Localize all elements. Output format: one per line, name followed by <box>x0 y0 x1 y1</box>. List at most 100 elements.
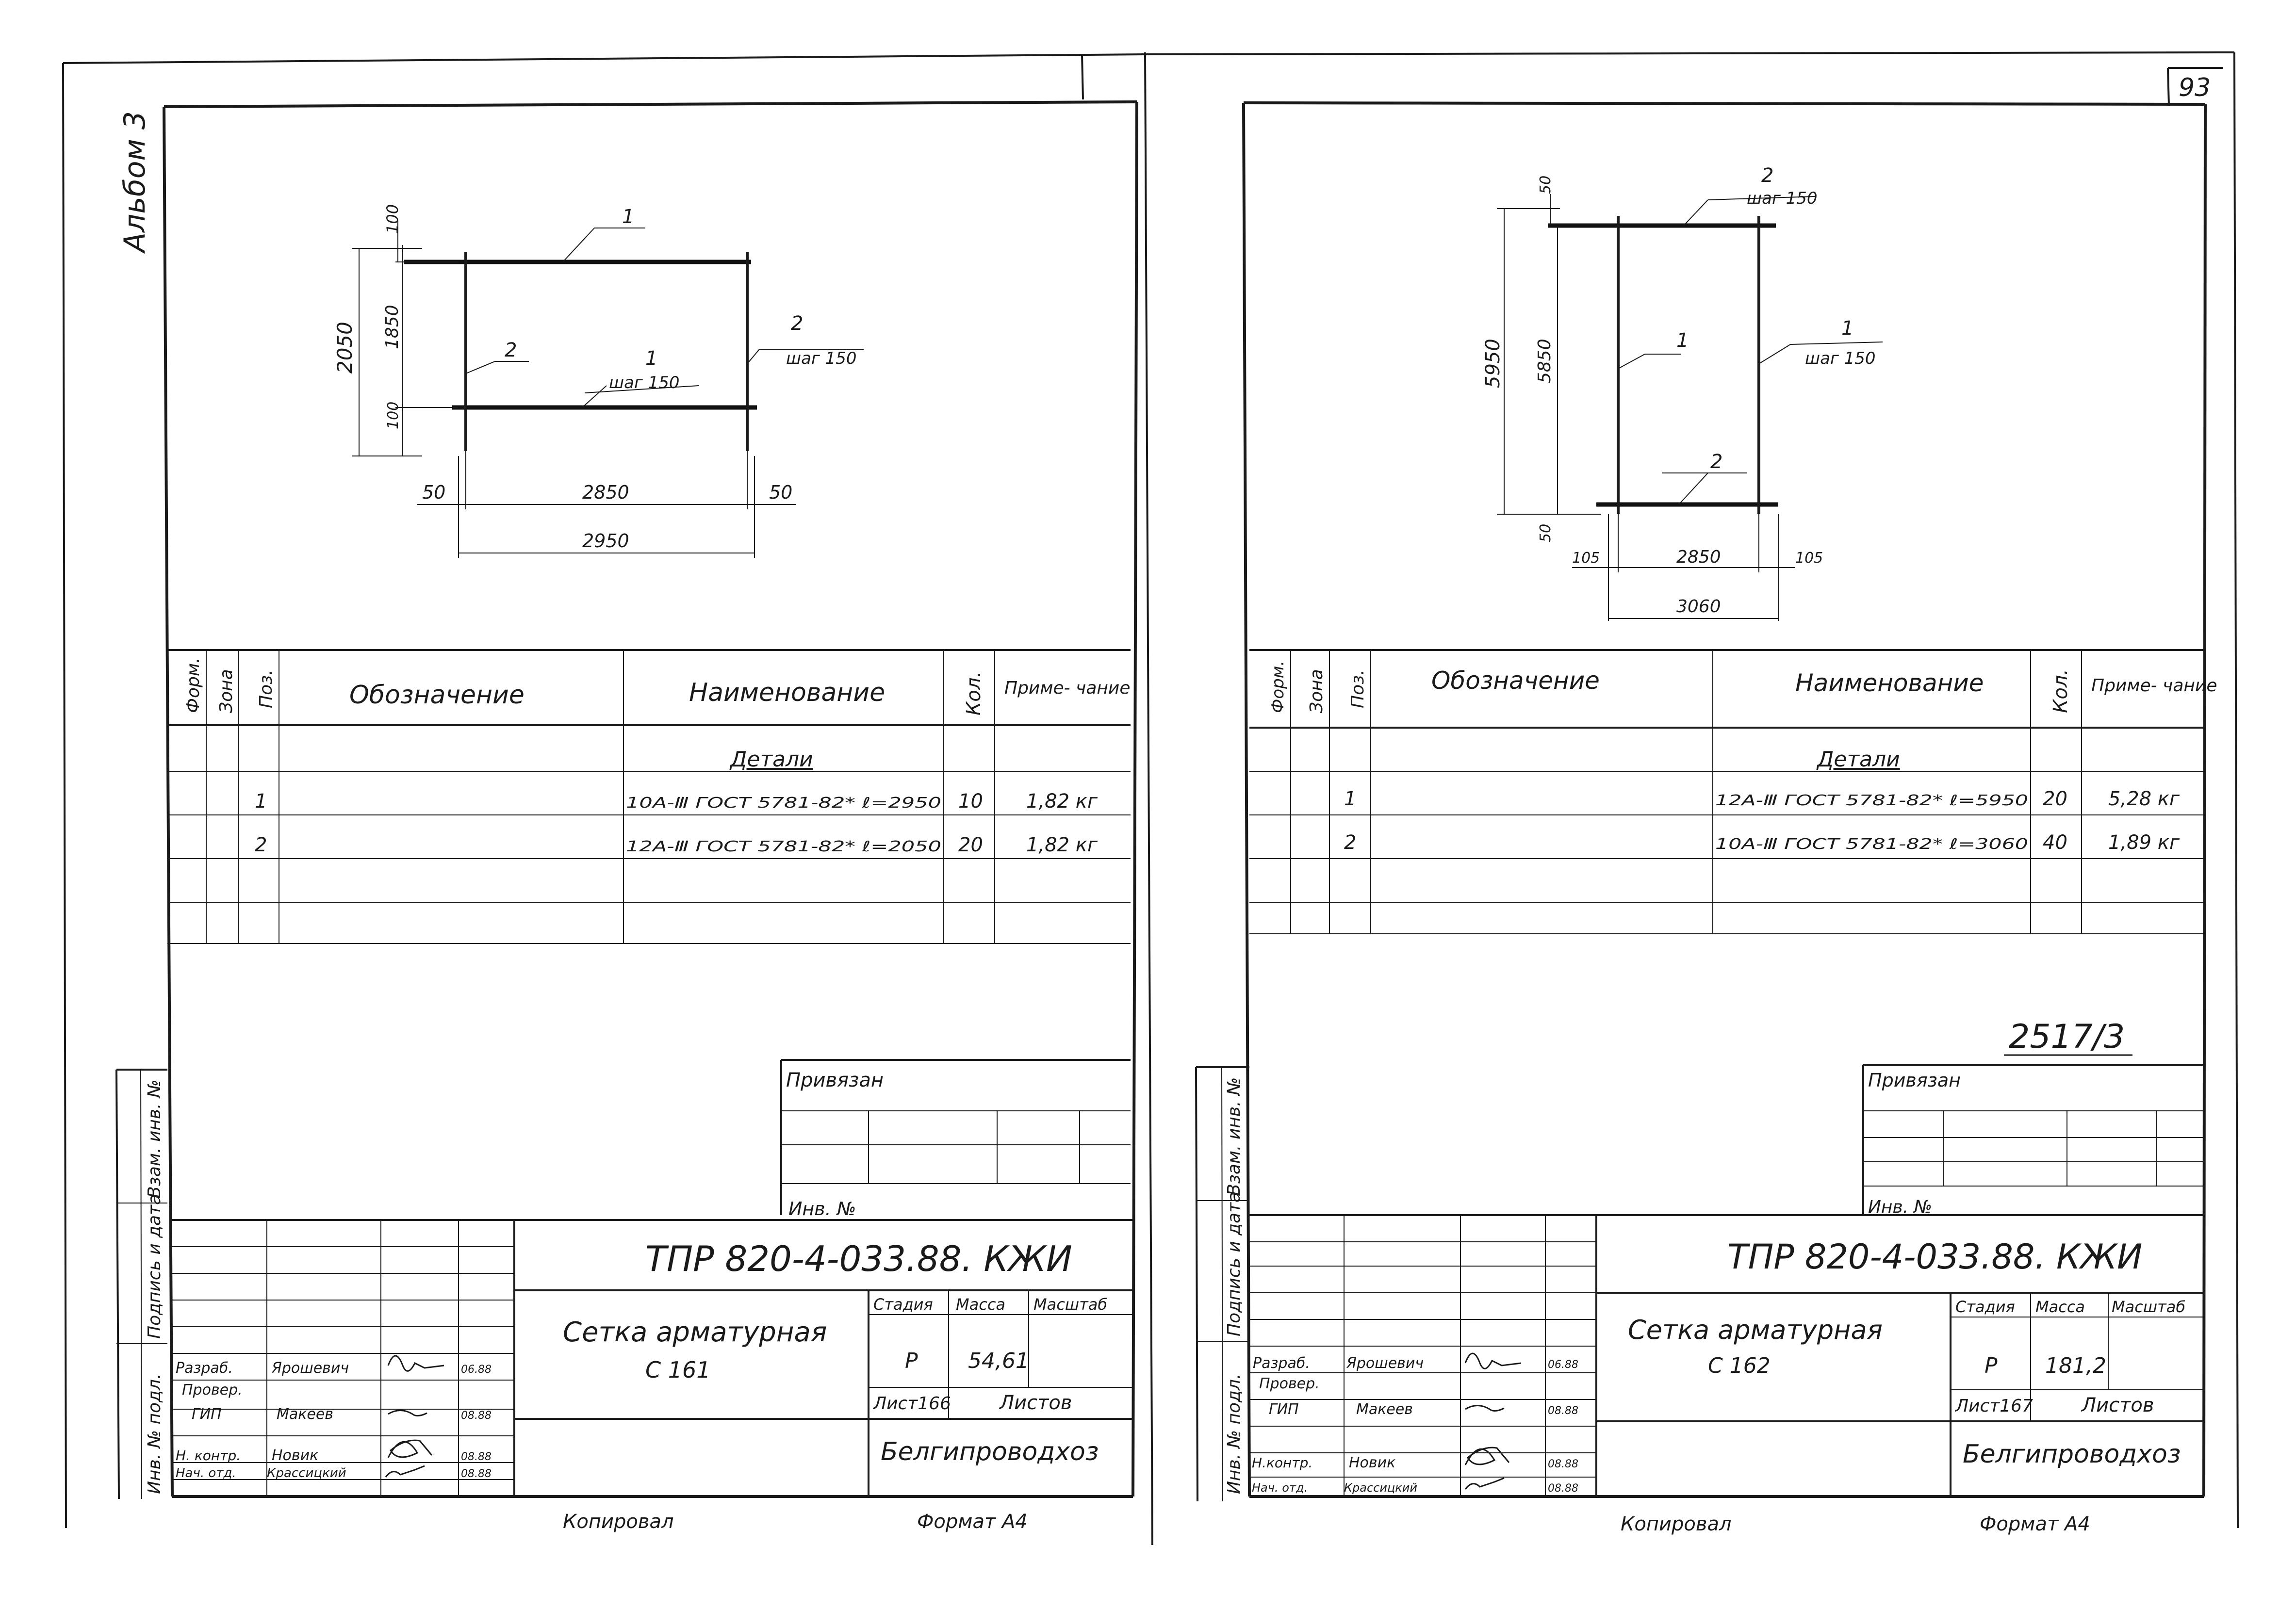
right-inner-frame <box>1242 101 2207 1498</box>
svg-text:Разраб.: Разраб. <box>176 1360 233 1377</box>
svg-text:50: 50 <box>1537 524 1554 542</box>
spec-row-note: 1,82 кг <box>1026 790 1098 813</box>
svg-text:08.88: 08.88 <box>1548 1405 1578 1417</box>
svg-text:2: 2 <box>1761 164 1773 187</box>
left-sheet: Альбом 3 2050 100 1850 100 <box>115 100 1138 1533</box>
svg-text:Зона: Зона <box>216 669 236 713</box>
spec-row-note: 5,28 кг <box>2108 788 2180 810</box>
svg-text:Наименование: Наименование <box>689 678 885 707</box>
svg-text:50: 50 <box>769 482 792 503</box>
stage-value: Р <box>905 1349 918 1373</box>
svg-text:Подпись и дата: Подпись и дата <box>1224 1192 1244 1336</box>
svg-text:Обозначение: Обозначение <box>349 681 525 710</box>
mass-value: 181,2 <box>2045 1353 2106 1378</box>
page-number: 93 <box>2179 73 2211 102</box>
right-spec-table: Форм. Зона Поз. Обозначение Наименование… <box>1249 649 2217 934</box>
svg-text:Провер.: Провер. <box>1259 1375 1320 1392</box>
svg-text:1: 1 <box>645 347 657 370</box>
organization: Белгипроводхоз <box>881 1437 1099 1466</box>
svg-text:Н. контр.: Н. контр. <box>176 1447 241 1464</box>
svg-text:Альбом 3: Альбом 3 <box>118 111 152 254</box>
svg-text:06.88: 06.88 <box>461 1364 492 1376</box>
svg-text:Крассицкий: Крассицкий <box>1344 1481 1417 1495</box>
svg-text:1: 1 <box>622 206 634 228</box>
left-binding-block: Привязан Инв. № <box>780 1059 1131 1220</box>
spec-row-pos: 2 <box>1344 831 1356 854</box>
svg-text:Привязан: Привязан <box>1868 1070 1961 1091</box>
spec-row-name: 12А-Ⅲ ГОСТ 5781-82* ℓ=2050 <box>626 838 941 855</box>
svg-text:Инв. № подл.: Инв. № подл. <box>1224 1374 1244 1494</box>
spec-row-note: 1,82 кг <box>1026 834 1098 856</box>
svg-text:08.88: 08.88 <box>1548 1458 1578 1470</box>
spec-row-pos: 1 <box>1344 788 1356 810</box>
svg-text:шаг 150: шаг 150 <box>609 373 680 392</box>
svg-text:1: 1 <box>1676 329 1689 352</box>
title-line2: С 162 <box>1708 1353 1771 1378</box>
svg-text:Крассицкий: Крассицкий <box>267 1466 346 1480</box>
spec-section-title: Детали <box>1816 747 1900 772</box>
project-code: ТПР 820-4-033.88. КЖИ <box>1727 1237 2142 1277</box>
svg-text:2050: 2050 <box>333 322 357 374</box>
svg-text:105: 105 <box>1572 550 1600 567</box>
left-mesh-drawing: 2050 100 1850 100 50 2850 50 2950 1 1 ша… <box>333 204 864 558</box>
spec-row-qty: 10 <box>958 790 983 813</box>
right-title-block: ТПР 820-4-033.88. КЖИ Сетка арматурная С… <box>1249 1214 2205 1496</box>
svg-text:Масса: Масса <box>956 1295 1005 1314</box>
spec-row-note: 1,89 кг <box>2108 831 2180 854</box>
project-code: ТПР 820-4-033.88. КЖИ <box>645 1238 1072 1279</box>
svg-text:06.88: 06.88 <box>1548 1359 1578 1371</box>
svg-text:Взам. инв. №: Взам. инв. № <box>1224 1077 1244 1196</box>
spec-row-pos: 2 <box>255 834 267 856</box>
left-side-stamp: Взам. инв. № Подпись и дата Инв. № подл. <box>115 1069 167 1499</box>
signature-icon <box>1464 1477 1505 1490</box>
svg-text:ГИП: ГИП <box>192 1406 222 1423</box>
spec-row-name: 10А-Ⅲ ГОСТ 5781-82* ℓ=2950 <box>626 795 941 812</box>
signature-icon <box>1464 1447 1510 1465</box>
svg-text:2950: 2950 <box>582 530 629 552</box>
svg-text:Лист167: Лист167 <box>1954 1396 2033 1416</box>
svg-text:Макеев: Макеев <box>277 1406 333 1423</box>
svg-text:08.88: 08.88 <box>461 1451 492 1463</box>
svg-text:Обозначение: Обозначение <box>1431 667 1600 695</box>
svg-text:шаг 150: шаг 150 <box>786 349 857 368</box>
svg-text:Инв. №: Инв. № <box>1868 1197 1932 1217</box>
svg-text:Взам. инв. №: Взам. инв. № <box>145 1080 164 1198</box>
svg-text:Поз.: Поз. <box>256 669 276 708</box>
svg-text:5850: 5850 <box>1535 339 1555 383</box>
left-title-block: ТПР 820-4-033.88. КЖИ Сетка арматурная С… <box>172 1219 1133 1496</box>
footer-format: Формат А4 <box>1980 1513 2090 1535</box>
spec-note-header: Приме- чание <box>2091 676 2217 696</box>
svg-text:Наименование: Наименование <box>1795 669 1984 697</box>
organization: Белгипроводхоз <box>1963 1440 2181 1469</box>
right-mesh-drawing: 50 5950 5850 50 105 2850 105 3060 2 шаг … <box>1482 164 1883 621</box>
signature-icon <box>1464 1352 1522 1369</box>
svg-text:1: 1 <box>1841 317 1853 340</box>
svg-text:Привязан: Привязан <box>786 1069 884 1091</box>
left-spec-table: Форм. Зона Поз. Обозначение Наименование… <box>167 649 1131 944</box>
svg-text:Ярошевич: Ярошевич <box>1346 1355 1424 1372</box>
footer-copied: Копировал <box>1621 1513 1732 1535</box>
svg-text:2: 2 <box>1710 451 1722 473</box>
right-binding-block: Привязан Инв. № <box>1862 1064 2205 1217</box>
svg-text:Масса: Масса <box>2035 1298 2085 1316</box>
svg-text:Масштаб: Масштаб <box>1033 1295 1107 1314</box>
left-inner-frame <box>163 100 1138 1498</box>
svg-text:Стадия: Стадия <box>1955 1298 2015 1316</box>
svg-text:08.88: 08.88 <box>461 1410 492 1422</box>
svg-text:50: 50 <box>422 482 445 503</box>
svg-text:Нач. отд.: Нач. отд. <box>1252 1481 1308 1495</box>
spec-row-qty: 20 <box>2043 788 2067 810</box>
svg-text:3060: 3060 <box>1676 597 1721 617</box>
doc-number: 2517/3 <box>2009 1018 2125 1056</box>
signature-icon <box>387 1439 433 1458</box>
svg-text:Лист166: Лист166 <box>872 1394 951 1414</box>
svg-text:Листов: Листов <box>999 1392 1072 1414</box>
svg-text:100: 100 <box>385 402 402 429</box>
svg-text:Новик: Новик <box>1349 1454 1395 1471</box>
svg-text:Новик: Новик <box>272 1447 318 1464</box>
mass-value: 54,61 <box>968 1349 1029 1373</box>
svg-text:08.88: 08.88 <box>461 1468 492 1480</box>
svg-text:2850: 2850 <box>582 482 629 503</box>
svg-text:Ярошевич: Ярошевич <box>271 1360 349 1377</box>
